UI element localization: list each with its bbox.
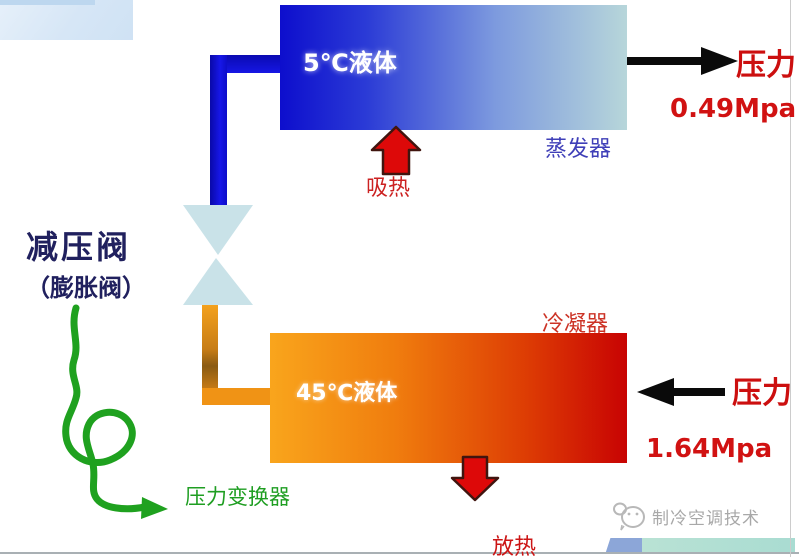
pressure-left-arrow-icon: [637, 378, 725, 406]
heat-absorb-up-arrow-icon: [370, 125, 422, 176]
orange-pipe-horizontal: [202, 388, 272, 405]
wechat-bubbles-icon: [613, 502, 645, 531]
expansion-valve-icon: [183, 205, 253, 305]
top-left-strip-decoration: [0, 0, 95, 5]
blue-pipe-vertical: [210, 55, 227, 207]
condenser-content-text: 45℃液体: [296, 381, 398, 406]
slide-right-border: [790, 0, 791, 557]
heat-release-down-arrow-icon: [450, 455, 500, 502]
valve-name-label: 减压阀: [26, 228, 132, 266]
valve-alias-label: （膨胀阀）: [26, 274, 146, 302]
condenser-box: 45℃液体: [270, 333, 627, 463]
blue-pipe-horizontal: [210, 55, 286, 73]
pressure-transformer-label: 压力变换器: [185, 485, 290, 509]
watermark-text: 制冷空调技术: [652, 508, 760, 529]
evaporator-box: 5℃液体: [280, 5, 627, 130]
watermark: 制冷空调技术: [612, 500, 760, 532]
pressure-right-arrow-icon: [627, 47, 738, 75]
evaporator-content-text: 5℃液体: [303, 49, 397, 77]
heat-absorb-label: 吸热: [366, 176, 411, 201]
green-annotation-squiggle: [62, 304, 168, 519]
top-left-decoration: [0, 0, 133, 40]
bottom-right-band-decoration: [642, 538, 795, 553]
heat-release-label: 放热: [492, 535, 537, 557]
high-pressure-label: 压力: [732, 376, 792, 411]
slide-bottom-border: [0, 552, 799, 554]
orange-pipe-vertical: [202, 304, 218, 404]
high-pressure-value: 1.64Mpa: [646, 434, 773, 464]
low-pressure-value: 0.49Mpa: [670, 94, 797, 124]
condenser-label: 冷凝器: [542, 312, 609, 337]
low-pressure-label: 压力: [736, 48, 796, 83]
evaporator-label: 蒸发器: [545, 137, 612, 162]
